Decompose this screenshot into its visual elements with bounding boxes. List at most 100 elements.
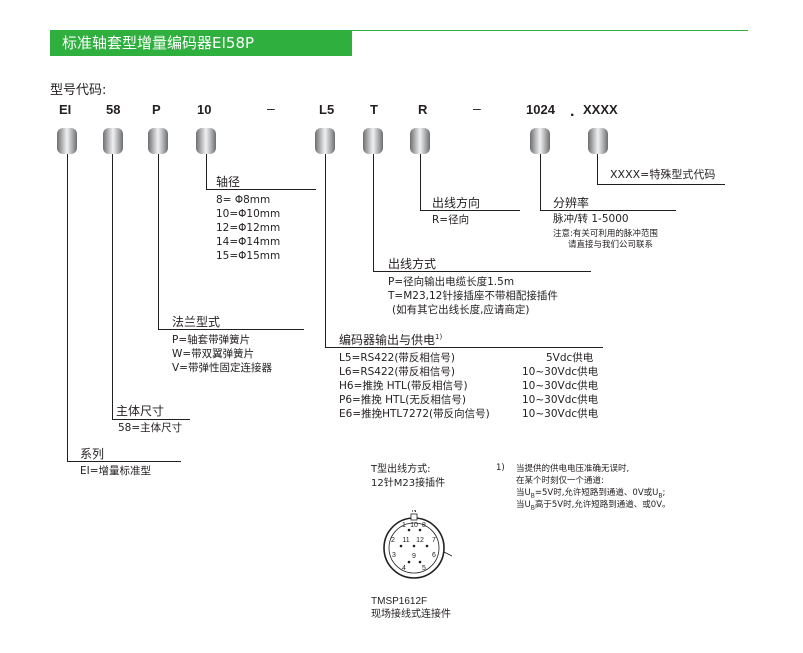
footnote-line-4: 当UB高于5V时,允许短路到通道、或0V。 bbox=[516, 500, 671, 514]
connector-inner-ring bbox=[388, 522, 440, 574]
line-t-h bbox=[373, 271, 591, 272]
pin-label: 11 bbox=[402, 537, 409, 544]
series-title: 系列 bbox=[80, 447, 105, 461]
shaft-item: 14=Φ14mm bbox=[216, 236, 281, 248]
t-connector-title: T型出线方式: bbox=[371, 464, 431, 475]
page-title: 标准轴套型增量编码器EI58P bbox=[62, 34, 255, 52]
connector-key bbox=[410, 513, 418, 521]
size-title: 主体尺寸 bbox=[116, 404, 165, 418]
encoder-row-right: 10~30Vdc供电 bbox=[522, 408, 599, 420]
footnote-sub-b: B bbox=[658, 492, 663, 500]
resolution-title: 分辨率 bbox=[553, 196, 590, 210]
pin-label: 4 bbox=[402, 565, 406, 572]
footnote-sub-b: B bbox=[530, 492, 535, 500]
pill-xxxx bbox=[588, 128, 608, 154]
pin-label: 9 bbox=[412, 553, 416, 560]
line-p-v bbox=[158, 154, 159, 329]
m23-connector-diagram: N 10 8 1 2 11 12 7 3 9 6 4 5 bbox=[383, 510, 453, 579]
footnote-line-4-b: 高于5V时,允许短路到通道、或0V。 bbox=[534, 500, 671, 510]
encoder-output-title: 编码器输出与供电1) bbox=[339, 331, 442, 348]
resolution-range: 脉冲/转 1-5000 bbox=[553, 213, 629, 225]
footnote-line-4-a: 当U bbox=[516, 500, 531, 510]
pin-label: 10 bbox=[410, 522, 418, 529]
encoder-row-right: 10~30Vdc供电 bbox=[522, 366, 599, 378]
pin-label: 3 bbox=[392, 552, 396, 559]
footnote-sub-b: B bbox=[530, 504, 535, 512]
output-mode-item: T=M23,12针接插座不带相配接插件 bbox=[388, 290, 558, 302]
footnote-line-3-c: ; bbox=[662, 488, 666, 498]
line-ei-v bbox=[67, 154, 68, 461]
direction-value: R=径向 bbox=[432, 214, 470, 226]
line-1024-v bbox=[540, 154, 541, 210]
connector-leader bbox=[443, 551, 453, 557]
shaft-item: 8= Φ8mm bbox=[216, 194, 271, 206]
pill-ei bbox=[57, 128, 77, 154]
encoder-row-left: E6=推挽HTL7272(带反向信号) bbox=[339, 408, 490, 420]
flange-item: P=轴套带弹簧片 bbox=[172, 334, 251, 346]
code-p: P bbox=[152, 102, 161, 117]
code-1024: 1024 bbox=[526, 102, 555, 117]
line-r-h bbox=[420, 210, 520, 211]
output-mode-item: P=径向输出电缆长度1.5m bbox=[388, 276, 515, 288]
line-p-h bbox=[158, 329, 304, 330]
line-10-v bbox=[206, 154, 207, 189]
series-value: EI=增量标准型 bbox=[80, 465, 152, 477]
code-dash-2: – bbox=[473, 100, 481, 116]
t-connector-subtitle: 12针M23接插件 bbox=[371, 478, 446, 489]
connector-caption-2: 现场接线式连接件 bbox=[371, 609, 451, 620]
code-dash-1: – bbox=[267, 100, 275, 116]
output-mode-title: 出线方式 bbox=[388, 257, 437, 271]
encoder-row-right: 10~30Vdc供电 bbox=[522, 380, 599, 392]
line-58-v bbox=[112, 154, 113, 419]
output-mode-note: (如有其它出线长度,应请商定) bbox=[392, 304, 530, 316]
shaft-item: 15=Φ15mm bbox=[216, 250, 281, 262]
resolution-note-2: 请直接与我们公司联系 bbox=[568, 240, 654, 250]
pill-p bbox=[148, 128, 168, 154]
encoder-output-title-text: 编码器输出与供电 bbox=[339, 333, 436, 347]
pin-label: 1 bbox=[402, 522, 406, 529]
flange-item: V=带弹性固定连接器 bbox=[172, 362, 272, 374]
encoder-row-left: L6=RS422(带反相信号) bbox=[339, 366, 456, 378]
line-xxxx-v bbox=[597, 154, 598, 184]
flange-title: 法兰型式 bbox=[172, 315, 221, 329]
footnote-mark: 1) bbox=[496, 463, 505, 473]
code-dot: . bbox=[570, 103, 575, 120]
pin-label: 5 bbox=[422, 565, 426, 572]
encoder-row-left: H6=推挽 HTL(带反相信号) bbox=[339, 380, 468, 392]
footnote-line-1: 当提供的供电电压准确无误时, bbox=[516, 464, 630, 474]
footnote-line-3-a: 当U bbox=[516, 488, 531, 498]
encoder-row-right: 5Vdc供电 bbox=[546, 352, 594, 364]
encoder-row-left: L5=RS422(带反相信号) bbox=[339, 352, 456, 364]
resolution-note-1: 注意:有关可利用的脉冲范围 bbox=[553, 229, 658, 239]
pill-10 bbox=[196, 128, 216, 154]
line-ei-h bbox=[67, 461, 181, 462]
flange-item: W=带双翼弹簧片 bbox=[172, 348, 255, 360]
line-10-h bbox=[206, 189, 316, 190]
encoder-row-right: 10~30Vdc供电 bbox=[522, 394, 599, 406]
pin-label: 8 bbox=[422, 522, 426, 529]
pin-label: 2 bbox=[391, 537, 395, 544]
line-xxxx-h bbox=[597, 184, 725, 185]
special-code-label: XXXX=特殊型式代码 bbox=[610, 168, 716, 181]
shaft-item: 10=Φ10mm bbox=[216, 208, 281, 220]
encoder-row-left: P6=推挽 HTL(无反相信号) bbox=[339, 394, 466, 406]
connector-caption-1: TMSP1612F bbox=[371, 596, 428, 607]
code-ei: EI bbox=[59, 102, 72, 117]
footnote-line-3: 当UB=5V时,允许短路到通道、0V或UB; bbox=[516, 488, 665, 502]
footnote-ref: 1) bbox=[435, 333, 443, 341]
pin-label: 7 bbox=[432, 537, 436, 544]
code-t: T bbox=[370, 102, 378, 117]
code-l5: L5 bbox=[319, 102, 335, 117]
header-rule bbox=[352, 30, 748, 31]
footnote-line-3-b: =5V时,允许短路到通道、0V或U bbox=[534, 488, 659, 498]
pill-r bbox=[410, 128, 430, 154]
line-t-v bbox=[373, 154, 374, 271]
footnote-line-2: 在某个时刻仅一个通道: bbox=[516, 476, 604, 486]
direction-title: 出线方向 bbox=[432, 196, 481, 210]
line-l5-v bbox=[325, 154, 326, 347]
shaft-title: 轴径 bbox=[216, 175, 241, 189]
line-1024-h bbox=[540, 210, 676, 211]
line-r-v bbox=[420, 154, 421, 210]
code-58: 58 bbox=[106, 102, 121, 117]
pill-l5 bbox=[315, 128, 335, 154]
